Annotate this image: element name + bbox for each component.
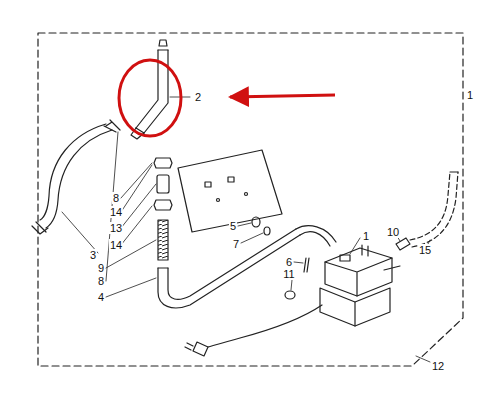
outlet-tube: [158, 226, 336, 308]
callout-number: 8: [112, 192, 120, 204]
hose: [32, 120, 120, 234]
callout-number: 15: [418, 244, 432, 256]
callout-number: 1: [362, 230, 370, 242]
callout-number: 13: [109, 222, 123, 234]
callout-number: 8: [97, 275, 105, 287]
clip-and-hose: [396, 172, 458, 250]
washers: [252, 217, 270, 235]
callout-number: 1: [466, 89, 474, 101]
callout-number: 12: [431, 360, 445, 372]
callout-number: 3: [89, 249, 97, 261]
frame-border: [38, 33, 463, 366]
callout-number: 10: [386, 226, 400, 238]
drain-tube: [131, 40, 168, 139]
callout-number: 5: [229, 220, 237, 232]
callout-number: 11: [282, 268, 295, 280]
callout-number: 9: [97, 262, 105, 274]
callout-number: 14: [109, 239, 123, 251]
callout-number: 6: [285, 256, 293, 268]
callout-number: 2: [194, 91, 202, 103]
highlight: [119, 60, 335, 136]
leader-lines: [62, 97, 430, 362]
gasket-plate: [178, 150, 282, 232]
power-cord: [185, 305, 322, 356]
fittings: [154, 158, 172, 260]
pump: [320, 245, 400, 326]
callout-number: 7: [232, 238, 240, 250]
callout-number: 14: [109, 206, 123, 218]
callout-number: 4: [97, 291, 105, 303]
